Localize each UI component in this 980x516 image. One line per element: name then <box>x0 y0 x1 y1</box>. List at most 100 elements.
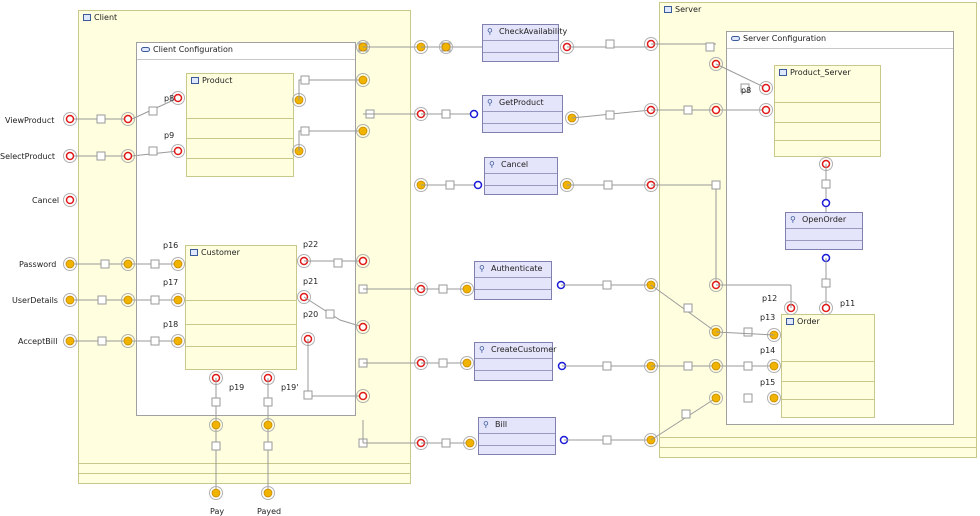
product-server-title: Product_Server <box>779 68 851 77</box>
provided-port <box>358 126 368 136</box>
connector-divider <box>485 173 557 174</box>
configuration-icon <box>731 36 740 41</box>
connector-divider <box>485 185 557 186</box>
required-port <box>358 322 368 332</box>
link-icon: ⚲ <box>489 159 495 169</box>
connector-create-customer[interactable]: ⚲CreateCustomer <box>474 342 556 381</box>
binding-tag <box>683 361 693 371</box>
connector-authenticate[interactable]: ⚲Authenticate <box>474 261 552 300</box>
component-icon <box>191 77 199 84</box>
port-label-p15: p15 <box>760 378 776 387</box>
connector-bill[interactable]: ⚲Bill <box>478 417 556 455</box>
client-title: Client <box>83 13 117 22</box>
required-port-socket <box>709 57 723 71</box>
wire <box>307 339 363 397</box>
binding-tag <box>821 179 831 189</box>
link-icon: ⚲ <box>790 214 796 224</box>
product-title: Product <box>191 76 232 85</box>
connector-cancel[interactable]: ⚲Cancel <box>484 157 558 195</box>
binding-tag <box>602 280 612 290</box>
binding-tag <box>300 75 310 85</box>
binding-tag <box>97 295 107 305</box>
product-server-component[interactable]: Product_Server <box>774 65 881 157</box>
connector-title: ⚲Cancel <box>489 159 529 169</box>
binding-tag <box>743 393 753 403</box>
port-label-p20: p20 <box>303 310 319 319</box>
provided-port <box>462 358 472 368</box>
order-divider <box>782 361 874 362</box>
connector-check-availability[interactable]: ⚲CheckAvailability <box>482 24 567 62</box>
order-divider <box>782 381 874 382</box>
configuration-divider <box>137 59 355 60</box>
server-configuration-title: Server Configuration <box>731 34 826 43</box>
binding-tag <box>148 106 158 116</box>
provided-port <box>123 259 133 269</box>
product-component[interactable]: Product <box>186 73 294 177</box>
customer-divider <box>186 324 296 325</box>
binding-tag <box>333 258 343 268</box>
required-port-socket <box>171 144 185 158</box>
order-title: Order <box>786 317 820 326</box>
required-port-socket <box>356 254 370 268</box>
binding-tag <box>97 336 107 346</box>
port-label-cancel: Cancel <box>32 196 60 205</box>
required-port-socket <box>297 290 311 304</box>
connector-port <box>469 109 479 119</box>
product-server-divider <box>775 122 880 123</box>
binding-tag <box>743 327 753 337</box>
required-port <box>761 105 771 115</box>
binding-tag <box>100 259 110 269</box>
provided-port <box>769 393 779 403</box>
provided-port <box>65 259 75 269</box>
port-label-p22: p22 <box>303 240 319 249</box>
wire <box>715 63 767 89</box>
product-divider <box>187 138 293 139</box>
component-icon <box>190 249 198 256</box>
provided-port-socket <box>171 334 185 348</box>
port-label-p8: p8 <box>164 94 175 103</box>
provided-port <box>65 336 75 346</box>
port-label-p19: p19 <box>229 383 245 392</box>
customer-component[interactable]: Customer <box>185 245 297 370</box>
required-port-socket <box>171 91 185 105</box>
binding-tag <box>438 284 448 294</box>
connector-divider <box>483 123 562 124</box>
connector-divider <box>475 370 552 371</box>
provided-port <box>711 393 721 403</box>
provided-port <box>465 438 475 448</box>
link-icon: ⚲ <box>483 419 489 429</box>
binding-tag <box>263 441 273 451</box>
required-port <box>173 93 183 103</box>
required-port-socket <box>121 112 135 126</box>
port-label-p9: p9 <box>164 131 175 140</box>
port-label-p17: p17 <box>163 278 179 287</box>
port-label-payed: Payed <box>257 507 282 516</box>
binding-tag <box>441 109 451 119</box>
server-divider <box>660 437 976 438</box>
provided-port-socket <box>121 293 135 307</box>
connector-divider <box>483 111 562 112</box>
binding-tag <box>743 361 753 371</box>
connector-title: ⚲Bill <box>483 419 508 429</box>
port-label-p14: p14 <box>760 346 776 355</box>
provided-port <box>711 361 721 371</box>
binding-tag <box>683 105 693 115</box>
required-port <box>358 391 368 401</box>
configuration-divider <box>727 48 953 49</box>
server-title: Server <box>664 5 701 14</box>
wire <box>651 184 717 285</box>
product-divider <box>187 118 293 119</box>
binding-tag <box>300 126 310 136</box>
port-label-accept-bill: AcceptBill <box>18 337 58 346</box>
binding-tag <box>683 303 693 313</box>
provided-port <box>173 295 183 305</box>
binding-tag <box>705 42 715 52</box>
port-label-p21: p21 <box>303 277 319 286</box>
connector-get-product[interactable]: ⚲GetProduct <box>482 95 563 133</box>
order-component[interactable]: Order <box>781 314 875 418</box>
binding-tag <box>603 180 613 190</box>
connector-open-order[interactable]: ⚲OpenOrder <box>785 212 863 250</box>
provided-port-socket <box>767 391 781 405</box>
wire <box>715 331 775 336</box>
